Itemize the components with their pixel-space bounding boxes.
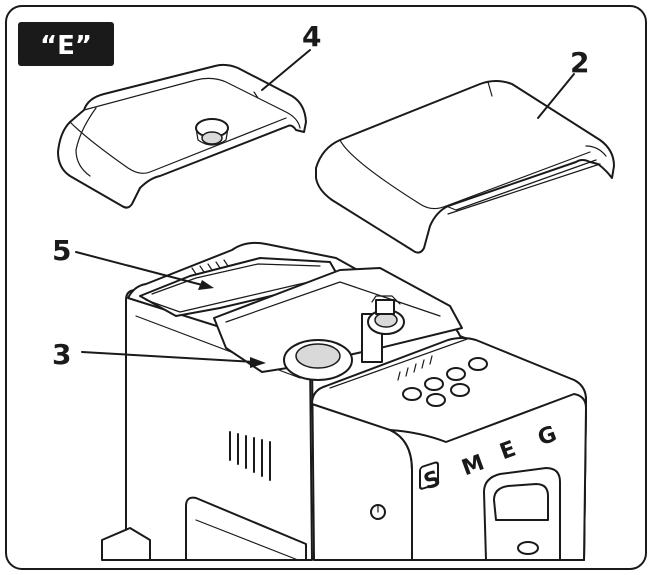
part-4-small-lid [57,63,307,209]
callout-5: 5 [52,234,71,267]
part-2-large-lid [315,80,615,254]
callout-2: 2 [570,46,589,79]
part-5-grill [191,259,229,275]
part-3-filter [283,339,353,381]
side-vents [229,431,271,481]
badge-label: “E” [40,31,92,61]
callout-3: 3 [52,338,71,371]
callout-arrows [75,49,575,368]
badge-background [18,22,114,66]
grinder-adjustment-knob [361,295,405,363]
figure-badge: “E” [18,22,114,66]
control-buttons [397,355,488,407]
coffee-machine-body: S M E G [101,241,587,561]
callout-4: 4 [302,20,321,53]
